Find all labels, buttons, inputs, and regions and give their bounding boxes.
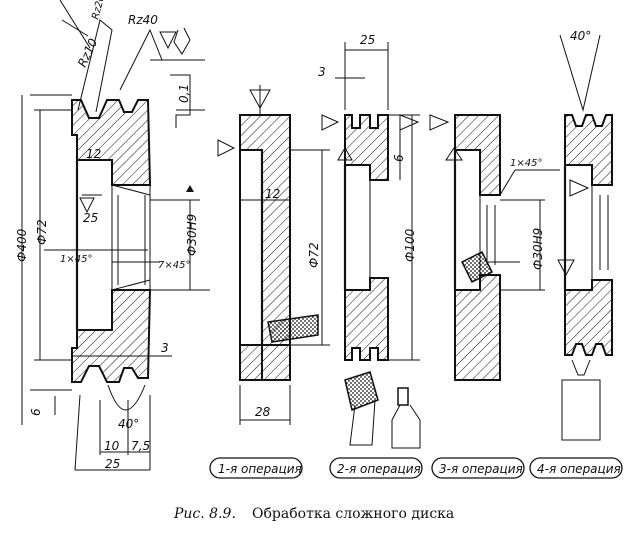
- operation-4-part: 40°: [557, 29, 613, 441]
- op1-dim-28: 28: [255, 405, 271, 419]
- op3-dim-d30: Ф30Н9: [531, 228, 545, 270]
- dim-val75: 7,5: [131, 439, 150, 453]
- dim-val6-left: 6: [29, 408, 43, 416]
- dim-val25-bottom: 25: [105, 457, 120, 471]
- dim-angle40-left: 40°: [118, 417, 139, 431]
- finished-part: [21, 0, 210, 471]
- figure-caption: Рис. 8.9. Обработка сложного диска: [173, 506, 454, 522]
- dim-chamfer1: 1×45°: [60, 254, 92, 265]
- op3-dim-chamfer: 1×45°: [510, 158, 542, 169]
- dim-val10: 10: [104, 439, 120, 453]
- finished-part-lower-section: [71, 289, 152, 383]
- op2-dim-3: 3: [318, 65, 326, 79]
- dim-chamfer7: 7×45°: [158, 260, 190, 271]
- dim-val3-left: 3: [161, 341, 169, 355]
- dim-d400: Ф400: [15, 228, 29, 262]
- dim-d72-left: Ф72: [35, 219, 49, 245]
- op2-dim-25: 25: [360, 33, 375, 47]
- dim-rz40: Rz40: [128, 13, 158, 27]
- operation-2-part: 25 3 Ф100 6: [318, 33, 421, 449]
- finished-part-dimensions: Ф400 Ф72 Ф30Н9 12 Rz10 Rz40 Rz20 0,1 25 …: [15, 0, 199, 471]
- operation-label-3: 3-я операция: [439, 462, 523, 476]
- dim-d30: Ф30Н9: [185, 214, 199, 256]
- op2-dim-6: 6: [392, 154, 406, 162]
- caption-number: Рис. 8.9.: [173, 506, 236, 522]
- dim-rz10: Rz10: [75, 36, 100, 69]
- op4-dim-angle: 40°: [570, 29, 591, 43]
- operation-1-part: 12 Ф72 28: [217, 85, 330, 425]
- operation-label-4: 4-я операция: [537, 462, 621, 476]
- dim-rz20: Rz20: [90, 0, 107, 21]
- operation-labels: 1-я операция 2-я операция 3-я операция 4…: [209, 457, 623, 479]
- op1-dim-12: 12: [265, 187, 280, 201]
- operation-3-part: 1×45° Ф30Н9: [429, 114, 560, 381]
- caption-text: Обработка сложного диска: [252, 506, 454, 522]
- finished-part-upper-section: [71, 99, 152, 186]
- op1-dim-d72: Ф72: [307, 242, 321, 268]
- dim-val25: 25: [83, 211, 98, 225]
- dim-w12: 12: [86, 147, 101, 161]
- op2-dim-d100: Ф100: [403, 228, 417, 262]
- operation-label-2: 2-я операция: [337, 462, 421, 476]
- dim-val01: 0,1: [177, 84, 191, 103]
- operation-label-1: 1-я операция: [218, 462, 302, 476]
